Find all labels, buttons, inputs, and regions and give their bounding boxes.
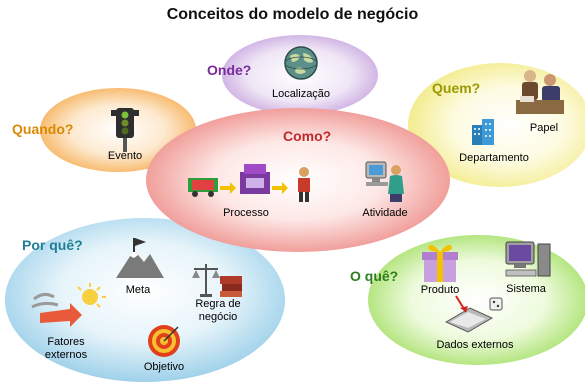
question-porque: Por quê? [22, 237, 83, 253]
label-departamento: Departamento [459, 152, 529, 164]
label-sistema: Sistema [506, 283, 546, 295]
bubble-oque [368, 235, 585, 365]
target-icon [148, 325, 180, 357]
weather-icon [31, 283, 106, 327]
laptop-icon [444, 295, 503, 333]
scales-icon [192, 264, 242, 297]
label-evento: Evento [107, 150, 143, 162]
people-icon [516, 70, 564, 114]
label-dados-externos: Dados externos [436, 339, 514, 351]
label-objetivo: Objetivo [143, 361, 185, 373]
question-quem: Quem? [432, 80, 481, 96]
building-icon [472, 119, 494, 145]
question-oque: O quê? [350, 268, 399, 284]
label-regra-de-negocio: Regra de negócio [195, 298, 241, 323]
person-at-computer-icon [365, 161, 404, 202]
label-processo: Processo [223, 207, 269, 219]
bubble-porque [5, 218, 285, 382]
label-atividade: Atividade [362, 207, 408, 219]
gift-icon [422, 244, 458, 282]
label-papel: Papel [529, 122, 559, 134]
label-meta: Meta [125, 284, 151, 296]
label-fatores-externos: Fatores externos [44, 336, 88, 361]
question-como: Como? [283, 128, 332, 144]
question-quando: Quando? [12, 121, 74, 137]
label-produto: Produto [420, 284, 460, 296]
computer-icon [505, 241, 551, 277]
question-onde: Onde? [207, 62, 252, 78]
traffic-light-icon [111, 108, 139, 152]
mountain-flag-icon [116, 238, 164, 278]
label-localizacao: Localização [271, 88, 331, 100]
page-title: Conceitos do modelo de negócio [166, 6, 419, 23]
bubble-quem [408, 63, 585, 187]
truck-icon [188, 164, 310, 202]
globe-icon [284, 46, 318, 80]
